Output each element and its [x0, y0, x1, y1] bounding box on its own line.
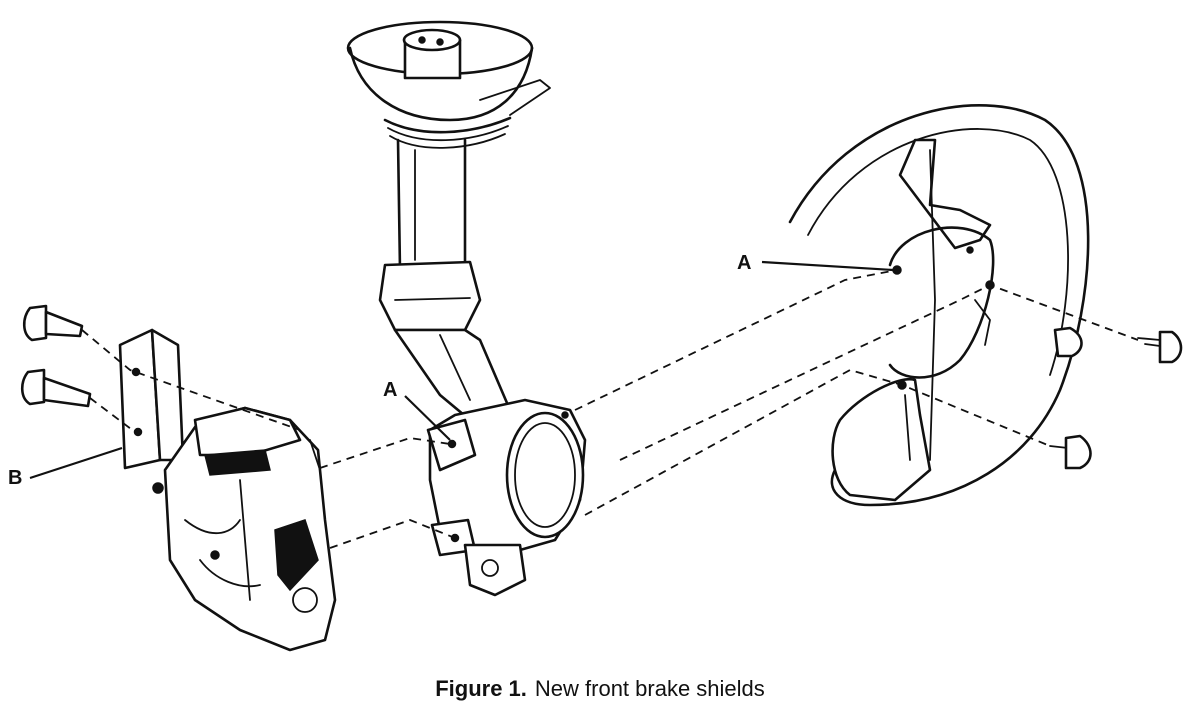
assembly-guide-lines	[81, 269, 1139, 549]
bracket-bolt-lower	[20, 368, 92, 408]
figure-title: New front brake shields	[534, 676, 765, 701]
shield-bolt-lower	[1049, 434, 1092, 470]
shield-spacer	[1053, 326, 1083, 358]
svg-text:B: B	[8, 467, 22, 489]
svg-text:A: A	[383, 379, 397, 401]
callout-a-knuckle: A	[383, 379, 451, 441]
bracket-bolt-upper	[22, 304, 84, 342]
callout-b-bracket: B	[8, 446, 123, 489]
figure-number: Figure 1.	[435, 676, 527, 701]
shield-bolt-upper	[1137, 330, 1183, 364]
svg-text:A: A	[737, 252, 751, 274]
brake-caliper	[152, 406, 337, 652]
strut-assembly	[346, 20, 587, 597]
callout-a-shield: A	[737, 252, 894, 274]
mounting-bracket	[118, 328, 185, 470]
figure-caption: Figure 1. New front brake shields	[0, 676, 1200, 702]
